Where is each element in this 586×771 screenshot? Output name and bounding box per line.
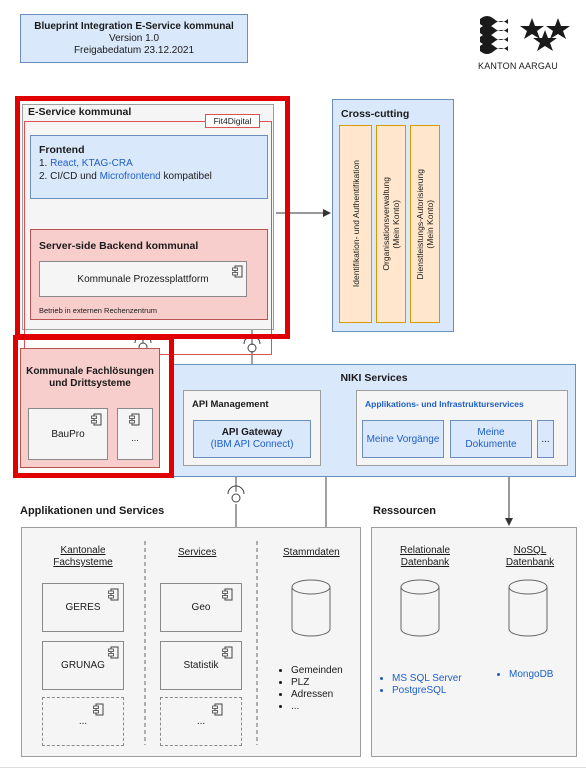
component-icon bbox=[222, 588, 233, 601]
frontend-title: Frontend bbox=[39, 144, 85, 156]
stammdaten-item: PLZ bbox=[291, 677, 343, 689]
kantonale-title: Kantonale Fachsysteme bbox=[53, 545, 113, 568]
logo-waves-stars-icon bbox=[480, 16, 570, 54]
component-icon bbox=[222, 646, 233, 659]
backend-note: Betrieb in externen Rechenzentrum bbox=[39, 306, 157, 315]
infra-item-vorgaenge: Meine Vorgänge bbox=[362, 420, 444, 458]
nosql-item: MongoDB bbox=[509, 669, 553, 681]
frontend-box: Frontend 1. React, KTAG-CRA 2. CI/CD und… bbox=[30, 135, 268, 199]
stammdaten-database-icon bbox=[291, 579, 331, 637]
component-icon bbox=[108, 588, 119, 601]
interface-symbol bbox=[247, 343, 257, 353]
header-date: Freigabedatum 23.12.2021 bbox=[73, 44, 195, 56]
infra-item-more: ... bbox=[537, 420, 554, 458]
kanton-aargau-logo: KANTON AARGAU bbox=[470, 10, 580, 71]
nosql-title: NoSQL Datenbank bbox=[505, 545, 555, 568]
api-management-title: API Management bbox=[192, 399, 269, 410]
api-gateway-title: API Gateway bbox=[221, 427, 283, 438]
ressourcen-section-title: Ressourcen bbox=[373, 505, 436, 517]
kantonal-item-more: ... bbox=[42, 697, 124, 746]
component-icon bbox=[91, 413, 102, 426]
relational-list: MS SQL Server PostgreSQL bbox=[380, 673, 462, 697]
backend-title: Server-side Backend kommunal bbox=[39, 240, 199, 252]
header-title: Blueprint Integration E-Service kommunal bbox=[34, 20, 234, 32]
apps-section-title: Applikationen und Services bbox=[20, 505, 165, 517]
api-management-box: API Management API Gateway (IBM API Conn… bbox=[183, 390, 321, 466]
nosql-database-icon bbox=[508, 579, 548, 637]
stammdaten-item: ... bbox=[291, 701, 343, 713]
crosscutting-item-identifikation: Identifikation- und Authentifikation bbox=[339, 125, 372, 323]
component-icon bbox=[232, 265, 243, 278]
niki-title: NIKI Services bbox=[340, 372, 408, 384]
crosscutting-item-autorisierung: Dienstleistungs-Autorisierung (Mein Kont… bbox=[410, 125, 440, 323]
services-title: Services bbox=[178, 547, 217, 558]
infra-services-box: Applikations- und Infrastrukturservices … bbox=[356, 390, 568, 466]
relational-database-icon bbox=[400, 579, 440, 637]
relational-title: Relationale Datenbank bbox=[399, 545, 451, 568]
stammdaten-list: Gemeinden PLZ Adressen ... bbox=[279, 665, 343, 713]
fachloesungen-highlight-frame bbox=[13, 335, 174, 478]
component-icon bbox=[108, 646, 119, 659]
component-icon bbox=[129, 413, 140, 426]
stammdaten-title: Stammdaten bbox=[283, 547, 340, 558]
relational-item: PostgreSQL bbox=[392, 685, 462, 697]
crosscutting-title: Cross-cutting bbox=[341, 108, 410, 120]
component-icon bbox=[93, 703, 104, 716]
crosscutting-item-organisation: Organisationsverwaltung (Mein Konto) bbox=[376, 125, 406, 323]
fachloesungen-title: Kommunale Fachlösungen und Drittsysteme bbox=[26, 366, 154, 389]
frontend-line-2: 2. CI/CD und Microfrontend kompatibel bbox=[39, 171, 212, 182]
ressourcen-panel bbox=[371, 527, 577, 757]
header-box: Blueprint Integration E-Service kommunal… bbox=[20, 14, 248, 63]
backend-box: Server-side Backend kommunal Kommunale P… bbox=[30, 229, 268, 320]
stammdaten-item: Adressen bbox=[291, 689, 343, 701]
nosql-list: MongoDB bbox=[497, 669, 553, 681]
prozessplattform-label: Kommunale Prozessplattform bbox=[77, 273, 209, 285]
logo-text: KANTON AARGAU bbox=[478, 61, 558, 71]
interface-symbol bbox=[231, 493, 241, 503]
frontend-line-1: 1. React, KTAG-CRA bbox=[39, 158, 133, 169]
header-version: Version 1.0 bbox=[108, 32, 160, 44]
bottom-divider bbox=[0, 767, 586, 768]
component-icon bbox=[212, 703, 223, 716]
api-gateway-sub: (IBM API Connect) bbox=[210, 439, 294, 450]
eservice-title: E-Service kommunal bbox=[28, 106, 132, 118]
infra-item-dokumente: Meine Dokumente bbox=[450, 420, 532, 458]
prozessplattform-component: Kommunale Prozessplattform bbox=[39, 261, 247, 297]
api-gateway-box: API Gateway (IBM API Connect) bbox=[193, 420, 311, 458]
fach-item-more: ... bbox=[117, 408, 153, 460]
infra-services-title: Applikations- und Infrastrukturservices bbox=[365, 399, 524, 409]
service-item-more: ... bbox=[160, 697, 242, 746]
stammdaten-item: Gemeinden bbox=[291, 665, 343, 677]
fit4digital-badge: Fit4Digital bbox=[205, 114, 260, 128]
relational-item: MS SQL Server bbox=[392, 673, 462, 685]
service-item-statistik: Statistik bbox=[160, 641, 242, 690]
service-item-geo: Geo bbox=[160, 583, 242, 632]
